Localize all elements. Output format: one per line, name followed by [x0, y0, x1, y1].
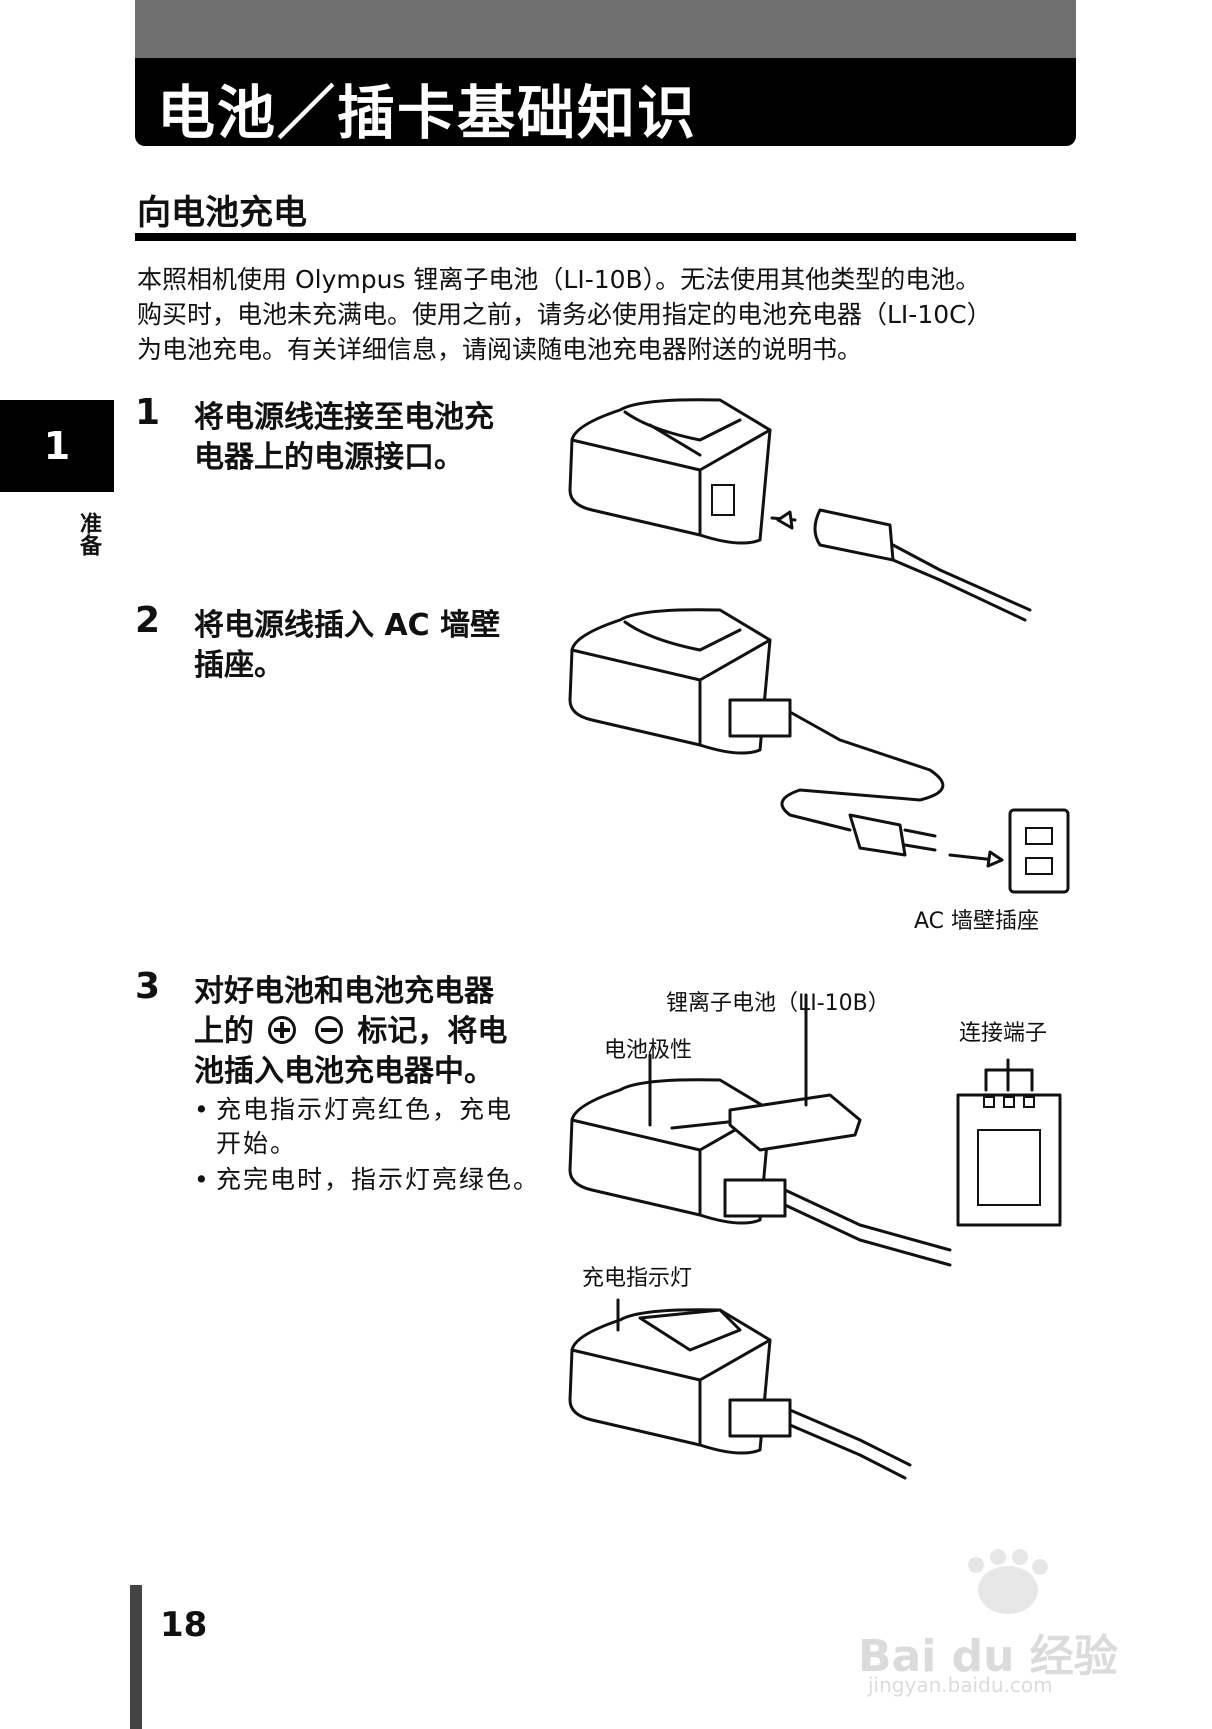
step-3-number: 3	[135, 966, 161, 1007]
step-3-text: 对好电池和电池充电器 上的 标记，将电 池插入电池充电器中。	[194, 972, 507, 1092]
battery-caption: 锂离子电池（LI-10B）	[666, 991, 890, 1016]
step-line: 对好电池和电池充电器	[194, 974, 494, 1009]
terminals-caption: 连接端子	[959, 1021, 1048, 1046]
chapter-label: 准备	[76, 512, 101, 556]
watermark-url: jingyan.baidu.com	[868, 1673, 1053, 1697]
paw-logo-icon	[968, 1549, 1048, 1614]
page-number: 18	[160, 1605, 208, 1645]
charger-illustration-4	[568, 1298, 912, 1480]
indicator-caption: 充电指示灯	[582, 1266, 693, 1291]
intro-paragraph: 本照相机使用 Olympus 锂离子电池（LI-10B）。无法使用其他类型的电池…	[137, 262, 1082, 367]
footer-bar	[130, 1585, 142, 1729]
step-1-number: 1	[135, 392, 161, 433]
intro-line: 为电池充电。有关详细信息，请阅读随电池充电器附送的说明书。	[137, 335, 863, 364]
charger-illustration-2	[568, 608, 1070, 894]
minus-symbol-icon	[314, 1016, 343, 1044]
intro-line: 本照相机使用 Olympus 锂离子电池（LI-10B）。无法使用其他类型的电池…	[137, 265, 981, 294]
step-1-text: 将电源线连接至电池充 电器上的电源接口。	[194, 398, 494, 478]
header-grey-band	[135, 0, 1076, 58]
bullet-line: 开始。	[216, 1129, 298, 1158]
bullet-item: • 充电指示灯亮红色，充电 开始。	[194, 1093, 554, 1161]
step-line-suffix: 标记，将电	[357, 1014, 508, 1049]
section-title: 向电池充电	[137, 193, 307, 233]
chapter-number: 1	[43, 424, 71, 468]
bullet-dot-icon: •	[194, 1095, 211, 1124]
step-line: 将电源线插入 AC 墙壁	[194, 608, 501, 643]
step-line: 将电源线连接至电池充	[194, 400, 494, 435]
step-line: 插座。	[194, 648, 284, 683]
charger-illustration-1	[568, 398, 1032, 622]
bullet-line: 充完电时，指示灯亮绿色。	[216, 1165, 541, 1194]
page-title: 电池／插卡基础知识	[157, 79, 698, 147]
step-2-number: 2	[135, 600, 161, 641]
polarity-caption: 电池极性	[604, 1038, 693, 1063]
bullet-line: 充电指示灯亮红色，充电	[216, 1095, 514, 1124]
plus-symbol-icon	[268, 1016, 297, 1044]
header-title-bar: 电池／插卡基础知识	[135, 58, 1076, 147]
section-divider	[135, 233, 1076, 241]
chapter-tab: 1	[0, 400, 114, 492]
bullet-item: • 充完电时，指示灯亮绿色。	[194, 1163, 554, 1197]
step-line: 池插入电池充电器中。	[194, 1054, 494, 1089]
baidu-watermark: Bai du 经验 jingyan.baidu.com	[858, 1545, 1158, 1697]
terminal-detail	[956, 1058, 1062, 1227]
bullet-dot-icon: •	[194, 1165, 211, 1194]
ac-outlet-caption: AC 墙壁插座	[914, 909, 1040, 934]
step-line: 电器上的电源接口。	[194, 440, 464, 475]
step-3-bullets: • 充电指示灯亮红色，充电 开始。 • 充完电时，指示灯亮绿色。	[194, 1093, 554, 1197]
step-line-with-symbols: 上的 标记，将电	[194, 1012, 507, 1052]
charger-illustration-3	[568, 993, 952, 1267]
step-line-prefix: 上的	[194, 1014, 254, 1049]
watermark-brand: Bai du 经验	[858, 1631, 1118, 1682]
intro-line: 购买时，电池未充满电。使用之前，请务必使用指定的电池充电器（LI-10C）	[137, 300, 992, 329]
step-2-text: 将电源线插入 AC 墙壁 插座。	[194, 606, 500, 686]
